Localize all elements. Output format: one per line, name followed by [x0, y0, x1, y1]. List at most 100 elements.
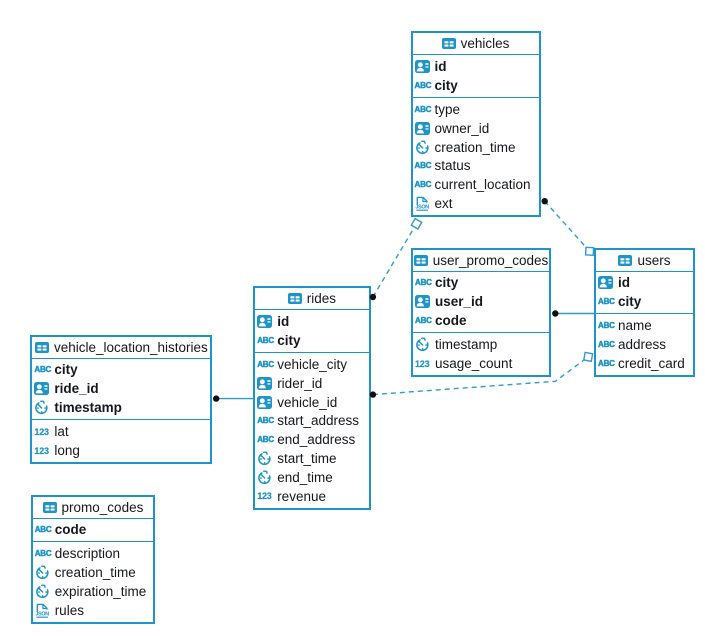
- string-type-icon: ABC: [257, 359, 274, 369]
- column-promo_codes-rules[interactable]: JSON rules: [33, 601, 154, 620]
- column-name: current_location: [434, 177, 531, 193]
- timestamp-type-icon: [415, 140, 432, 155]
- timestamp-type-icon: [35, 565, 52, 580]
- relation-parent-marker: [410, 217, 423, 230]
- column-name: expiration_time: [54, 584, 147, 600]
- table-icon: [287, 293, 302, 304]
- column-user_promo_codes-user_id[interactable]: user_id: [413, 292, 549, 311]
- table-header-user_promo_codes[interactable]: user_promo_codes: [413, 250, 549, 272]
- column-name: ext: [434, 196, 453, 212]
- table-header-promo_codes[interactable]: promo_codes: [32, 497, 154, 519]
- column-name: rider_id: [277, 375, 323, 391]
- timestamp-type-icon: [257, 470, 274, 485]
- svg-text:JSON: JSON: [415, 204, 429, 210]
- column-name: revenue: [277, 488, 326, 504]
- string-type-icon: ABC: [257, 335, 274, 346]
- string-type-icon: ABC: [415, 278, 432, 288]
- string-type-icon: ABC: [257, 435, 274, 445]
- table-header-users[interactable]: users: [596, 250, 693, 272]
- string-type-icon: ABC: [414, 180, 432, 190]
- table-name: promo_codes: [61, 499, 144, 515]
- relation-child-dot: [541, 198, 548, 205]
- relation-child-dot: [213, 395, 220, 402]
- timestamp-type-icon: [257, 451, 274, 466]
- uuid-type-icon: [414, 59, 432, 73]
- svg-text:JSON: JSON: [35, 611, 49, 617]
- column-vehicles-creation_time[interactable]: creation_time: [413, 138, 539, 157]
- column-rides-start_time[interactable]: start_time: [255, 449, 369, 468]
- column-name: id: [277, 313, 290, 329]
- column-vehicles-id[interactable]: id: [413, 57, 539, 76]
- column-users-id[interactable]: id: [596, 274, 693, 293]
- relation-user_promo_codes-users[interactable]: [552, 310, 596, 317]
- column-name: rules: [54, 603, 84, 618]
- column-vehicles-ext[interactable]: JSON ext: [413, 194, 539, 213]
- relation-child-dot: [552, 310, 559, 317]
- column-rides-rider_id[interactable]: rider_id: [255, 374, 369, 393]
- json-type-icon: JSON: [35, 603, 52, 619]
- uuid-type-icon: [415, 295, 432, 309]
- column-name: vehicle_city: [277, 356, 347, 372]
- column-vehicle_location_histories-ride_id[interactable]: ride_id: [32, 379, 210, 398]
- column-name: id: [618, 275, 630, 291]
- relation-vehicle_location_histories-rides[interactable]: [213, 395, 255, 402]
- string-type-icon: ABC: [598, 321, 615, 331]
- column-name: user_id: [435, 294, 484, 310]
- column-rides-vehicle_id[interactable]: vehicle_id: [255, 393, 369, 412]
- table-header-vehicle_location_histories[interactable]: vehicle_location_histories: [32, 337, 211, 359]
- column-rides-end_time[interactable]: end_time: [255, 468, 369, 487]
- string-type-icon: ABC: [34, 365, 52, 375]
- column-vehicle_location_histories-timestamp[interactable]: timestamp: [32, 398, 210, 417]
- table-name: user_promo_codes: [432, 252, 549, 268]
- column-name: creation_time: [54, 565, 136, 581]
- string-type-icon: ABC: [598, 340, 615, 350]
- column-name: credit_card: [618, 356, 685, 371]
- column-user_promo_codes-timestamp[interactable]: timestamp: [413, 335, 549, 354]
- column-promo_codes-creation_time[interactable]: creation_time: [33, 563, 154, 582]
- json-type-icon: JSON: [415, 196, 432, 212]
- column-name: start_time: [277, 451, 337, 467]
- table-header-rides[interactable]: rides: [255, 288, 369, 310]
- column-rides-id[interactable]: id: [255, 312, 369, 331]
- relation-line: [544, 200, 591, 252]
- column-promo_codes-expiration_time[interactable]: expiration_time: [33, 582, 154, 601]
- timestamp-type-icon: [34, 400, 51, 415]
- table-header-vehicles[interactable]: vehicles: [412, 33, 539, 55]
- column-vehicles-owner_id[interactable]: owner_id: [413, 119, 539, 138]
